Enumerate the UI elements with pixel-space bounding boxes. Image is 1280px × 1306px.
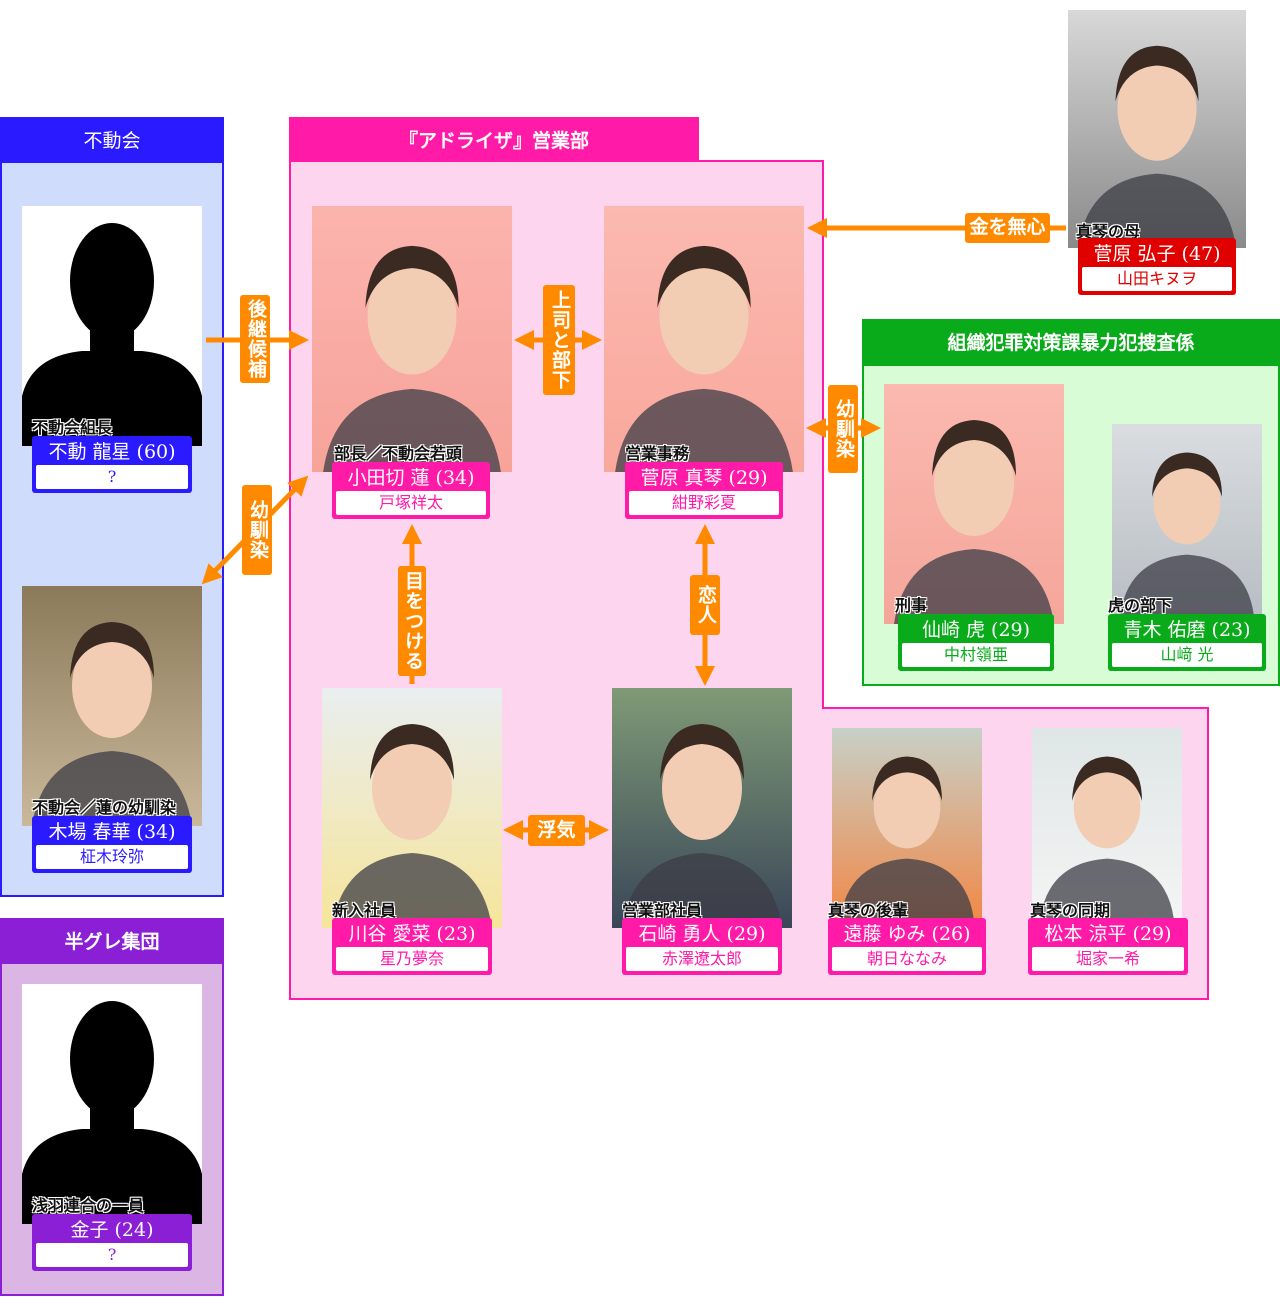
character-name: 川谷 愛菜 (23) xyxy=(348,923,476,945)
character-name: 仙崎 虎 (29) xyxy=(921,619,1031,641)
character-name: 石崎 勇人 (29) xyxy=(638,923,766,945)
portrait-icon xyxy=(323,245,501,472)
actor-name: 柾木玲弥 xyxy=(36,845,188,869)
portrait-icon xyxy=(894,420,1054,624)
silhouette-icon xyxy=(22,223,202,446)
actor-name: 星乃夢奈 xyxy=(336,947,488,971)
portrait-icon xyxy=(622,724,782,928)
matsumoto-role: 真琴の同期 xyxy=(1030,901,1111,920)
tora-photo xyxy=(884,384,1064,624)
actor-name: 山﨑 光 xyxy=(1112,643,1262,667)
character-name: 松本 涼平 (29) xyxy=(1044,923,1172,945)
kawatani-photo xyxy=(322,688,502,928)
matsumoto-name-card: 松本 涼平 (29)堀家一希 xyxy=(1028,918,1188,975)
actor-name: 赤澤遼太郎 xyxy=(626,947,778,971)
actor-name: 紺野彩夏 xyxy=(629,491,779,515)
endo-name-card: 遠藤 ゆみ (26)朝日ななみ xyxy=(828,918,986,975)
relation-label-affair: 浮気 xyxy=(528,815,585,846)
tora-role: 刑事 xyxy=(895,596,928,615)
actor-name: 中村嶺亜 xyxy=(902,643,1050,667)
portrait-icon xyxy=(32,622,192,826)
makoto-role: 営業事務 xyxy=(625,444,690,463)
actor-name: 朝日ななみ xyxy=(832,947,982,971)
relation-label-successor: 後継候補 xyxy=(240,295,270,383)
adoraiza-group-header: 『アドライザ』営業部 xyxy=(289,117,699,161)
fudokai-group-header: 不動会 xyxy=(0,117,224,161)
fudo-role: 不動会組長 xyxy=(32,418,113,437)
hiroko-role: 真琴の母 xyxy=(1076,222,1141,241)
ishizaki-photo xyxy=(612,688,792,928)
character-name: 遠藤 ゆみ (26) xyxy=(843,923,971,945)
kiba-role: 不動会／蓮の幼馴染 xyxy=(32,798,177,817)
kawatani-role: 新入社員 xyxy=(332,901,397,920)
portrait-icon xyxy=(1077,45,1237,248)
character-name: 不動 龍星 (60) xyxy=(48,441,176,463)
portrait-icon xyxy=(332,724,492,928)
actor-name: ? xyxy=(36,465,188,489)
kaneko-role: 浅羽連合の一員 xyxy=(32,1196,145,1215)
kawatani-name-card: 川谷 愛菜 (23)星乃夢奈 xyxy=(332,918,492,975)
aoki-role: 虎の部下 xyxy=(1108,596,1173,615)
relation-label-money: 金を無心 xyxy=(965,213,1050,243)
matsumoto-photo xyxy=(1032,728,1182,918)
relation-label-childhood-left: 幼馴染 xyxy=(242,485,272,575)
hiroko-name-card: 菅原 弘子 (47)山田キヌヲ xyxy=(1078,238,1236,295)
kiba-photo xyxy=(22,586,202,826)
ishizaki-role: 営業部社員 xyxy=(622,901,703,920)
odagiri-name-card: 小田切 蓮 (34)戸塚祥太 xyxy=(332,462,490,519)
hiroko-photo xyxy=(1068,10,1246,248)
portrait-icon xyxy=(1040,756,1174,918)
actor-name: 堀家一希 xyxy=(1032,947,1184,971)
silhouette-icon xyxy=(22,1001,202,1224)
character-name: 菅原 弘子 (47) xyxy=(1093,243,1221,265)
portrait-icon xyxy=(840,756,974,918)
actor-name: 戸塚祥太 xyxy=(336,491,486,515)
kaneko-photo xyxy=(22,984,202,1224)
character-name: 青木 佑磨 (23) xyxy=(1123,619,1251,641)
relation-label-boss: 上司と部下 xyxy=(543,285,575,395)
endo-role: 真琴の後輩 xyxy=(828,901,909,920)
actor-name: 山田キヌヲ xyxy=(1082,267,1232,291)
kiba-name-card: 木場 春華 (34)柾木玲弥 xyxy=(32,816,192,873)
character-name: 菅原 真琴 (29) xyxy=(640,467,768,489)
odagiri-photo xyxy=(312,206,512,472)
relation-label-lovers: 恋人 xyxy=(690,575,720,635)
character-name: 木場 春華 (34) xyxy=(48,821,176,843)
makoto-photo xyxy=(604,206,804,472)
ishizaki-name-card: 石崎 勇人 (29)赤澤遼太郎 xyxy=(622,918,782,975)
relation-label-childhood-right: 幼馴染 xyxy=(828,385,858,473)
aoki-name-card: 青木 佑磨 (23)山﨑 光 xyxy=(1108,614,1266,671)
portrait-icon xyxy=(1120,452,1254,614)
makoto-name-card: 菅原 真琴 (29)紺野彩夏 xyxy=(625,462,783,519)
odagiri-role: 部長／不動会若頭 xyxy=(334,444,463,463)
portrait-icon xyxy=(615,245,793,472)
hangure-group-header: 半グレ集団 xyxy=(0,918,224,962)
character-name: 金子 (24) xyxy=(70,1219,154,1241)
fudo-name-card: 不動 龍星 (60)? xyxy=(32,436,192,493)
kaneko-name-card: 金子 (24)? xyxy=(32,1214,192,1271)
endo-photo xyxy=(832,728,982,918)
relation-label-target: 目をつける xyxy=(398,566,426,676)
tora-name-card: 仙崎 虎 (29)中村嶺亜 xyxy=(898,614,1054,671)
aoki-photo xyxy=(1112,424,1262,614)
character-name: 小田切 蓮 (34) xyxy=(347,467,475,489)
police-group-header: 組織犯罪対策課暴力犯捜査係 xyxy=(862,319,1280,364)
fudo-photo xyxy=(22,206,202,446)
actor-name: ? xyxy=(36,1243,188,1267)
